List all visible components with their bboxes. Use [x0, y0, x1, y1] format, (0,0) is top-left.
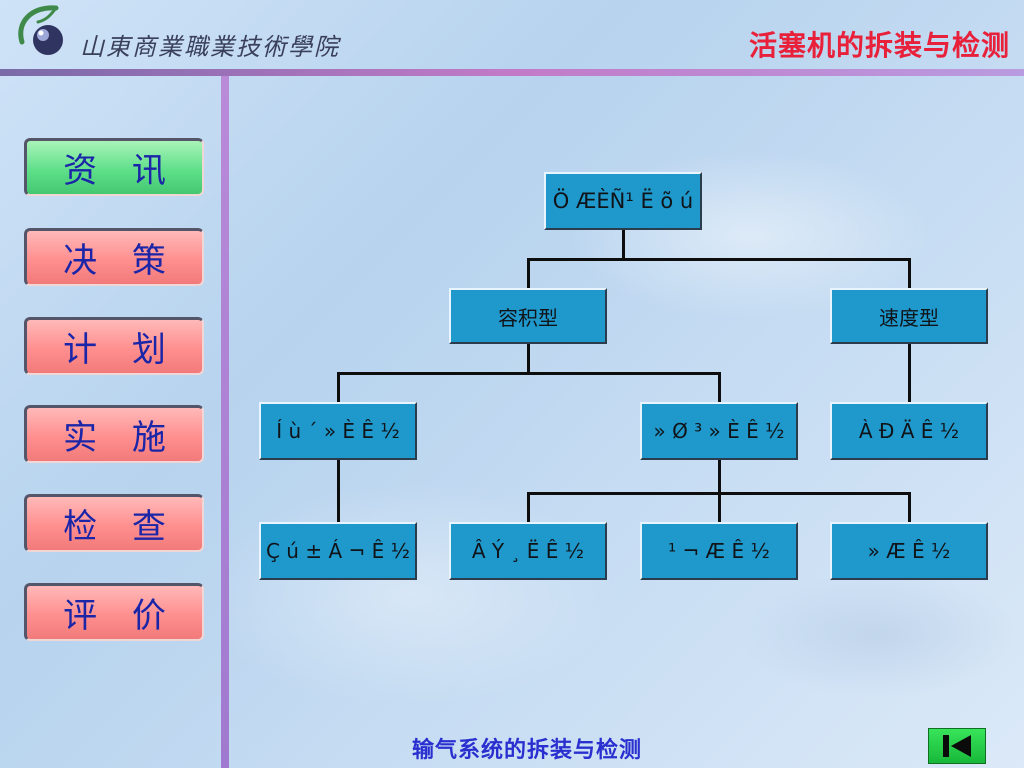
course-title: 活塞机的拆装与检测: [748, 29, 1010, 62]
skip-back-icon: [943, 735, 971, 757]
connector-line: [908, 258, 911, 290]
diagram-node-centrifugal: À Ð Ä Ê ½: [830, 402, 988, 460]
nav-button-info[interactable]: 资 讯: [24, 138, 204, 196]
footer-title: 输气系统的拆装与检测: [412, 738, 643, 763]
connector-line: [527, 492, 530, 524]
connector-line: [337, 460, 340, 524]
nav-button-evaluate[interactable]: 评 价: [24, 583, 204, 641]
diagram-node-rotary: » Ø ³ » È Ê ½: [640, 402, 798, 460]
nav-button-inspect[interactable]: 检 查: [24, 494, 204, 552]
header: 山東商業職業技術學院 活塞机的拆装与检测: [0, 0, 1024, 70]
school-name: 山東商業職業技術學院: [80, 33, 340, 61]
connector-line: [908, 342, 911, 404]
connector-line: [622, 228, 625, 259]
diagram-node-reciprocating: Í ù ´ » È Ê ½: [259, 402, 417, 460]
connector-line: [908, 492, 911, 524]
connector-line: [337, 372, 340, 404]
diagram-node-screw: Â Ý ¸ Ë Ê ½: [449, 522, 607, 580]
diagram-node-sliding-vane: ¹ ¬ Æ Ê ½: [640, 522, 798, 580]
connector-line: [527, 258, 911, 261]
header-divider: [0, 69, 1024, 76]
diagram-node-piston: Ç ú ± Á ¬ Ê ½: [259, 522, 417, 580]
connector-line: [527, 258, 530, 290]
diagram-node-velocity: 速度型: [830, 288, 988, 344]
diagram-node-volumetric: 容积型: [449, 288, 607, 344]
diagram-node-root: Ö ÆÈÑ¹ Ë õ ú: [544, 172, 702, 230]
compressor-classification-diagram: Ö ÆÈÑ¹ Ë õ ú 容积型 速度型 Í ù ´ » È Ê ½ » Ø ³…: [229, 76, 1024, 768]
connector-line: [718, 372, 721, 404]
connector-line: [527, 342, 530, 374]
school-logo-icon: [12, 2, 82, 62]
nav-button-implement[interactable]: 实 施: [24, 405, 204, 463]
back-to-start-button[interactable]: [928, 728, 986, 764]
connector-line: [337, 372, 721, 375]
nav-button-plan[interactable]: 计 划: [24, 317, 204, 375]
sidebar-divider: [221, 76, 229, 768]
connector-line: [527, 492, 911, 495]
diagram-node-axial: » Æ Ê ½: [830, 522, 988, 580]
nav-button-decision[interactable]: 决 策: [24, 228, 204, 286]
